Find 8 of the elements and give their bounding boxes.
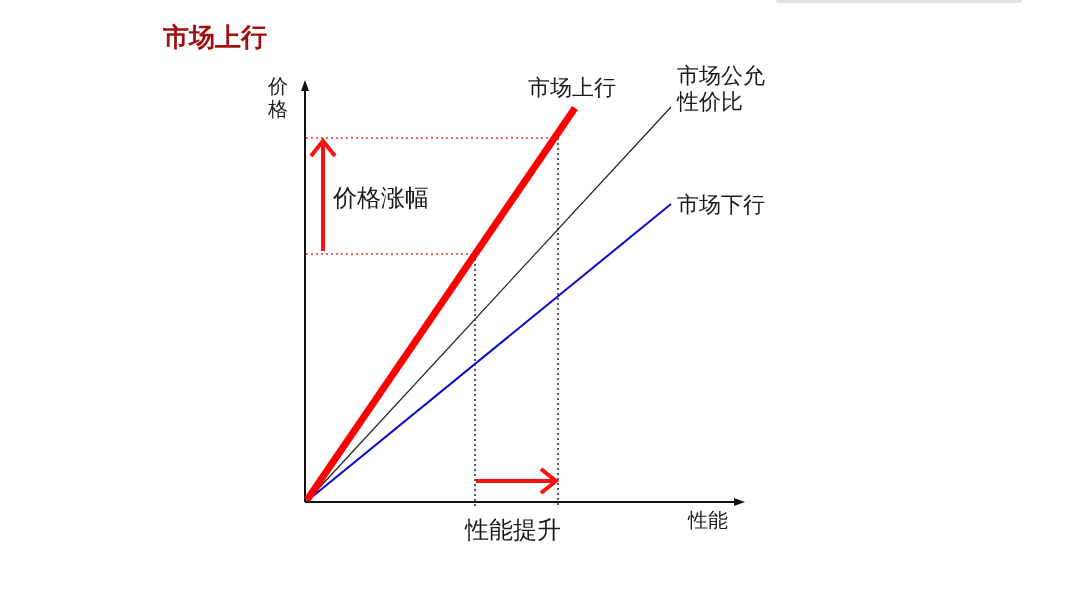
line-label: 市场上行	[528, 77, 616, 99]
axis-label: 价格	[268, 75, 288, 121]
annotation-label: 性能提升	[465, 518, 561, 542]
axis-label: 性能	[688, 510, 728, 530]
line-label: 市场公允性价比	[677, 63, 766, 115]
line-label: 市场下行	[677, 194, 765, 216]
annotation-label: 价格涨幅	[333, 186, 429, 210]
slide-title: 市场上行	[163, 24, 267, 50]
